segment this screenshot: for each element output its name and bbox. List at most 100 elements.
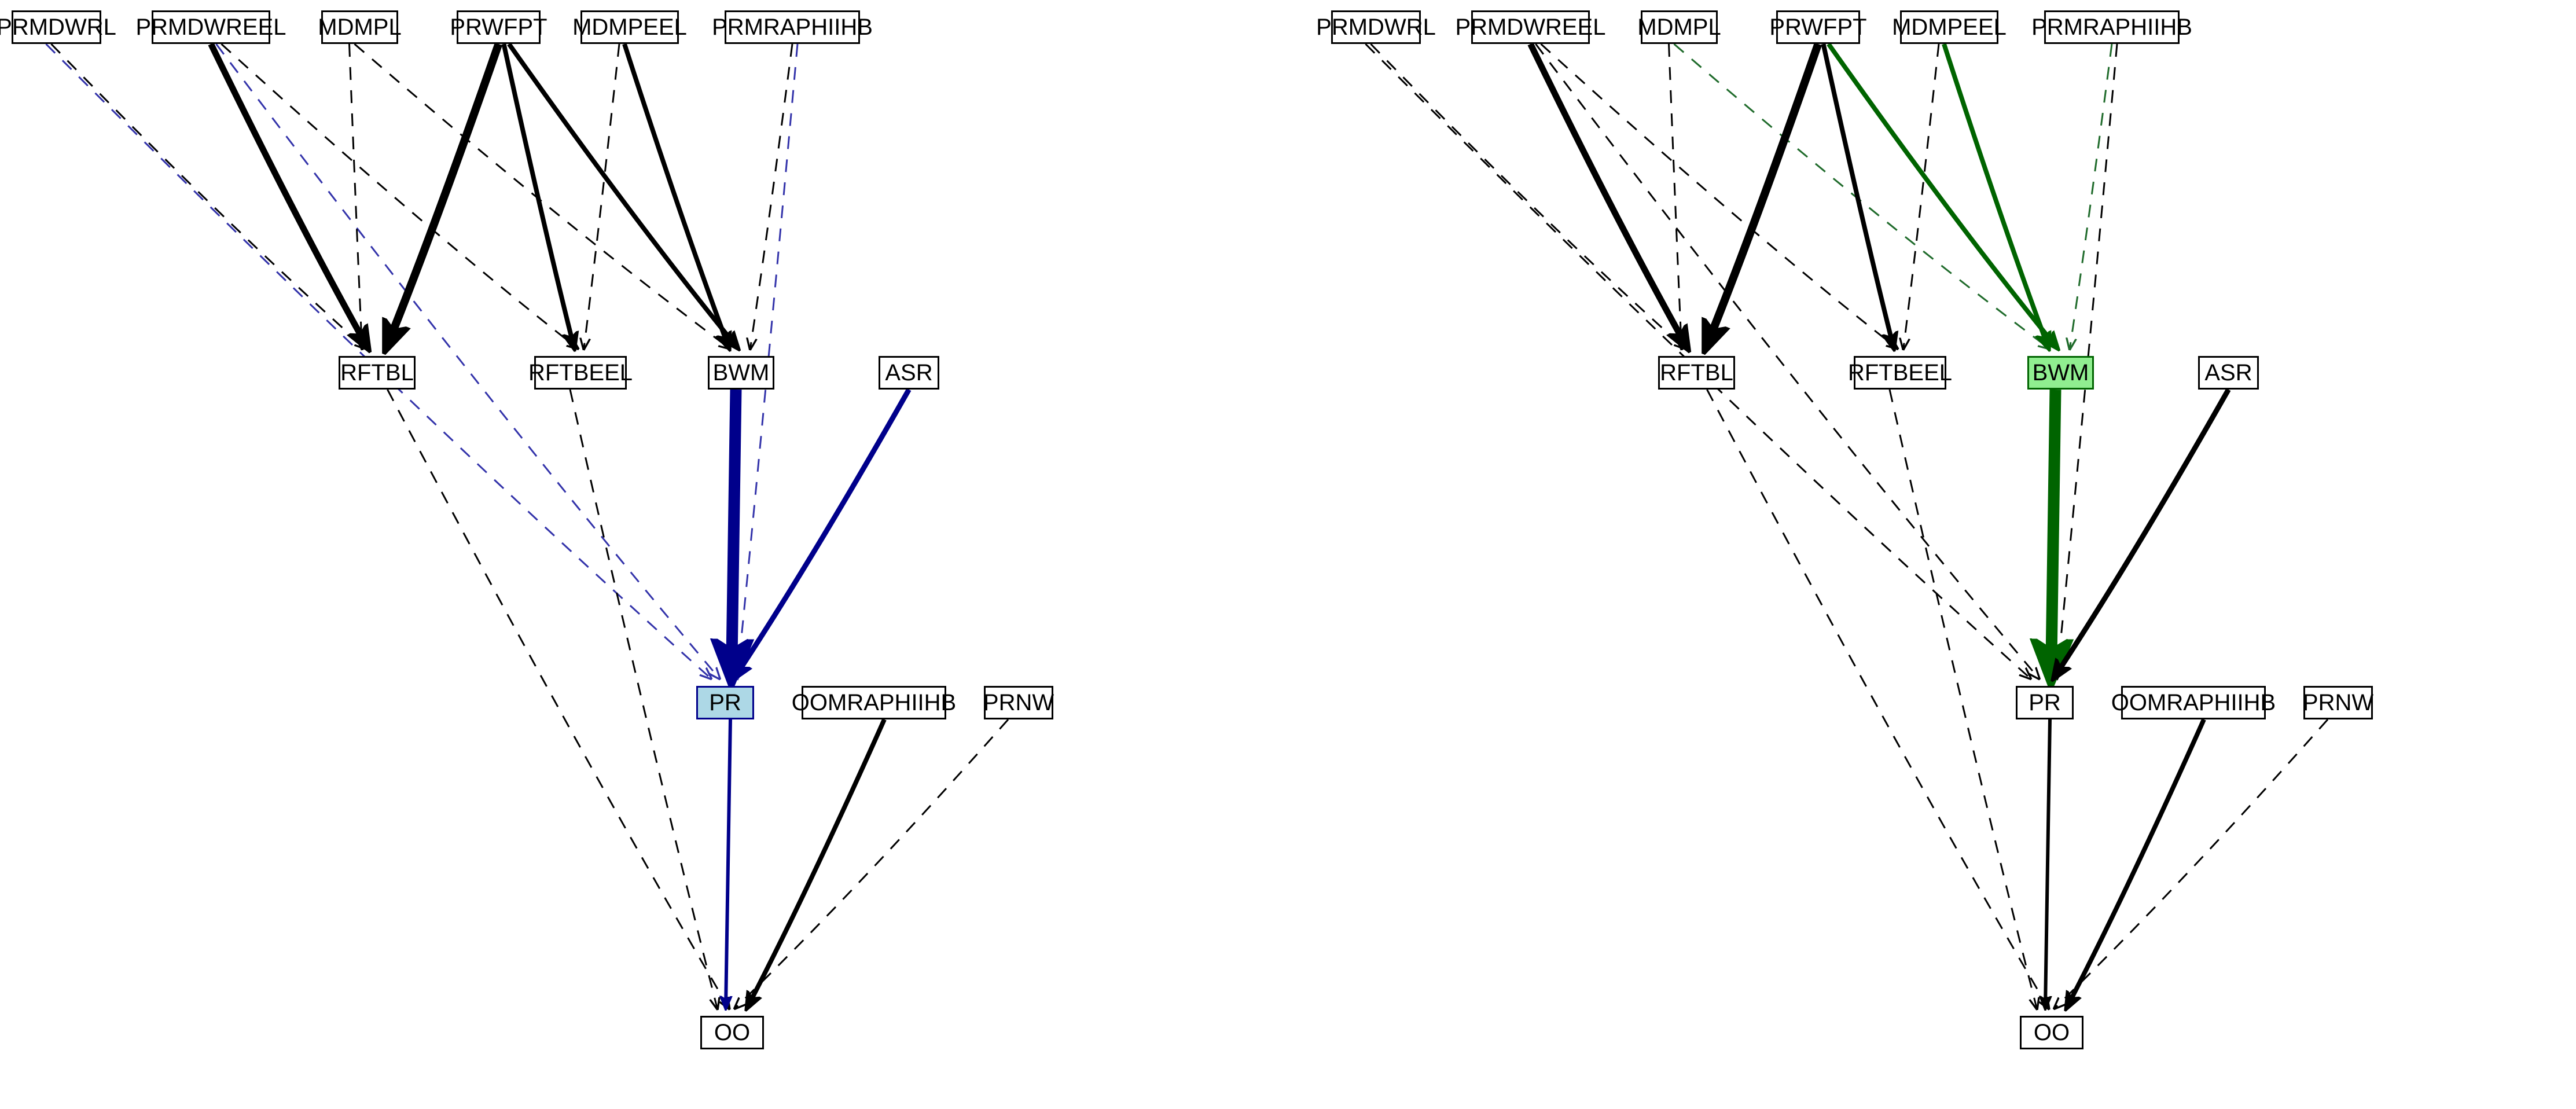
edge-pr-to-oo xyxy=(2045,719,2050,1008)
node-asr[interactable]: ASR xyxy=(2198,356,2259,390)
node-mdmpl[interactable]: MDMPL xyxy=(1637,10,1721,44)
node-label: RFTBEEL xyxy=(1847,360,1953,385)
node-prnw[interactable]: PRNW xyxy=(2303,686,2373,719)
node-label: OO xyxy=(2033,1020,2070,1045)
node-label: PRMDWRL xyxy=(0,14,116,40)
edge-prmdwrl-to-rftbl xyxy=(50,43,365,348)
node-rftbl[interactable]: RFTBL xyxy=(1658,356,1735,390)
node-prmdwreel[interactable]: PRMDWREEL xyxy=(1455,10,1606,44)
node-mdmpeel[interactable]: MDMPEEL xyxy=(572,10,687,44)
edge-prmdwrl-to-rftbl xyxy=(1370,43,1685,348)
node-label: RFTBL xyxy=(1660,360,1733,385)
edge-mdmpeel-to-bwm xyxy=(622,43,729,348)
node-label: ASR xyxy=(2204,360,2252,385)
node-prmdwreel[interactable]: PRMDWREEL xyxy=(135,10,286,44)
right-graph-panel: PRMDWRL PRMDWREEL MDMPL PRWFPT MDMPEEL PRMRAP… xyxy=(1316,0,2576,1109)
node-label: OO xyxy=(714,1020,751,1045)
node-oo[interactable]: OO xyxy=(700,1016,764,1049)
node-label: PR xyxy=(2029,690,2061,715)
node-rftbl[interactable]: RFTBL xyxy=(339,356,416,390)
edge-layer xyxy=(1365,42,2329,1109)
node-oomraphiihb[interactable]: OOMRAPHIIHB xyxy=(2111,686,2276,719)
edge-prwfpt-to-bwm xyxy=(507,42,738,348)
node-bwm[interactable]: BWM xyxy=(2027,356,2094,390)
node-label: PRMDWREEL xyxy=(1455,14,1606,40)
edge-prwfpt-to-rftbl xyxy=(1706,42,1822,348)
node-prnw[interactable]: PRNW xyxy=(983,686,1054,719)
node-pr[interactable]: PR xyxy=(696,686,754,719)
edge-prmdwreel-to-pr xyxy=(215,43,719,678)
edge-mdmpeel-to-bwm xyxy=(1942,43,2049,348)
edge-mdmpl-to-rftbl xyxy=(348,43,362,348)
node-label: OOMRAPHIIHB xyxy=(791,690,957,715)
node-prwfpt[interactable]: PRWFPT xyxy=(1769,10,1867,44)
node-label: PRMRAPHIIHB xyxy=(712,14,873,40)
edge-prmraphiihb-to-pr xyxy=(2057,43,2118,678)
node-label: MDMPEEL xyxy=(572,14,687,40)
edge-prwfpt-to-rftbl xyxy=(387,42,503,348)
node-bwm[interactable]: BWM xyxy=(708,356,774,390)
node-label: PR xyxy=(709,690,741,715)
node-asr[interactable]: ASR xyxy=(879,356,939,390)
edge-mdmpeel-to-rftbeel xyxy=(584,43,620,348)
edge-prmdwreel-to-pr xyxy=(1535,43,2039,678)
edge-layer xyxy=(45,42,1009,1109)
left-graph-panel: PRMDWRL PRMDWREEL MDMPL PRWFPT MDMPEEL PRMRAP… xyxy=(0,0,1256,1109)
edge-prnw-to-oo xyxy=(736,719,1009,1008)
edge-prwfpt-to-rftbeel xyxy=(1821,43,1894,348)
edge-asr-to-pr xyxy=(2054,388,2231,678)
node-oomraphiihb[interactable]: OOMRAPHIIHB xyxy=(792,686,956,719)
edge-prmraphiihb-to-bwm xyxy=(2070,43,2113,348)
node-prmdwrl[interactable]: PRMDWRL xyxy=(0,10,116,44)
node-label: BWM xyxy=(712,360,770,385)
edge-prmraphiihb-to-pr xyxy=(737,43,799,678)
node-rftbeel[interactable]: RFTBEEL xyxy=(1848,356,1952,390)
node-prwfpt[interactable]: PRWFPT xyxy=(450,10,547,44)
edge-prmdwreel-to-rftbeel xyxy=(221,43,578,348)
node-label: MDMPL xyxy=(1637,14,1721,40)
edge-mdmpeel-to-rftbeel xyxy=(1903,43,1940,348)
edge-rftbl-to-oo xyxy=(1706,389,2049,1008)
edge-prmdwreel-to-rftbl xyxy=(208,42,368,348)
node-prmdwrl[interactable]: PRMDWRL xyxy=(1316,10,1436,44)
node-label: PRMDWREEL xyxy=(135,14,286,40)
edge-prwfpt-to-rftbeel xyxy=(501,43,575,348)
node-label: PRWFPT xyxy=(450,14,547,40)
node-label: PRMRAPHIIHB xyxy=(2031,14,2192,40)
edge-prmdwreel-to-rftbeel xyxy=(1540,43,1897,348)
edge-prmdwreel-to-rftbl xyxy=(1527,42,1688,348)
edge-rftbeel-to-oo xyxy=(1888,389,2037,1008)
edge-rftbeel-to-oo xyxy=(569,389,717,1008)
edge-prwfpt-to-bwm xyxy=(1827,42,2057,348)
edge-prmraphiihb-to-bwm xyxy=(751,43,793,348)
node-oo[interactable]: OO xyxy=(2020,1016,2083,1049)
node-mdmpeel[interactable]: MDMPEEL xyxy=(1892,10,2007,44)
edge-mdmpl-to-rftbl xyxy=(1668,43,1682,348)
node-label: OOMRAPHIIHB xyxy=(2111,690,2276,715)
edge-prnw-to-oo xyxy=(2055,719,2329,1008)
node-label: PRWFPT xyxy=(1769,14,1867,40)
edge-oomraphiihb-to-oo xyxy=(2067,718,2206,1008)
node-label: PRNW xyxy=(2302,690,2374,715)
node-mdmpl[interactable]: MDMPL xyxy=(318,10,402,44)
node-label: RFTBEEL xyxy=(528,360,633,385)
node-label: RFTBL xyxy=(340,360,414,385)
node-pr[interactable]: PR xyxy=(2016,686,2074,719)
node-prmraphiihb[interactable]: PRMRAPHIIHB xyxy=(712,10,873,44)
node-label: PRMDWRL xyxy=(1316,14,1436,40)
node-label: MDMPEEL xyxy=(1892,14,2007,40)
edge-bwm-to-pr xyxy=(2051,389,2056,678)
edge-rftbl-to-oo xyxy=(387,389,729,1008)
node-label: ASR xyxy=(885,360,933,385)
node-label: BWM xyxy=(2032,360,2089,385)
node-prmraphiihb[interactable]: PRMRAPHIIHB xyxy=(2031,10,2192,44)
edge-asr-to-pr xyxy=(734,388,912,678)
edge-pr-to-oo xyxy=(726,719,730,1008)
node-label: PRNW xyxy=(983,690,1054,715)
node-label: MDMPL xyxy=(318,14,402,40)
edge-mdmpl-to-bwm xyxy=(1673,43,2049,348)
edge-bwm-to-pr xyxy=(732,389,736,678)
node-rftbeel[interactable]: RFTBEEL xyxy=(528,356,633,390)
edge-mdmpl-to-bwm xyxy=(354,43,729,348)
